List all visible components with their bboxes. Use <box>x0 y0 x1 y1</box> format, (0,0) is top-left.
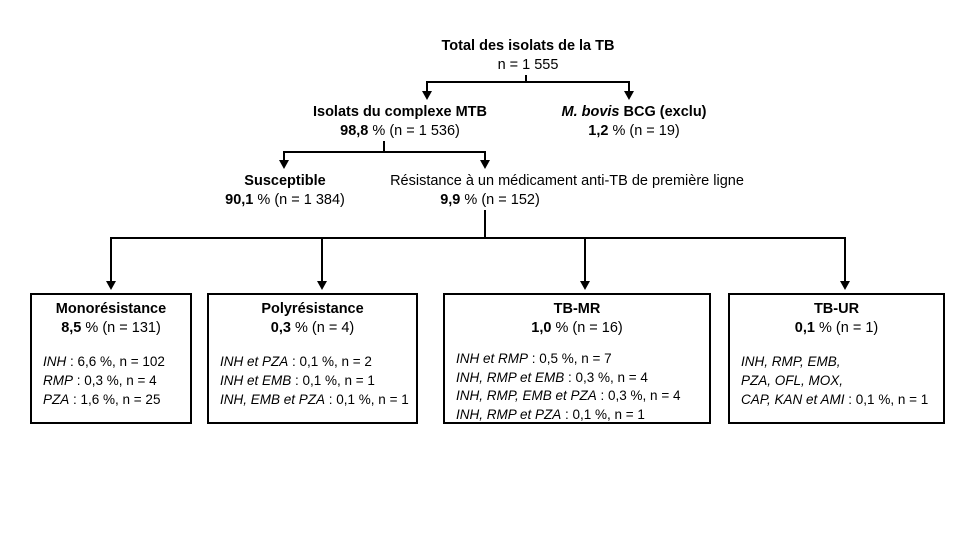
drug-line: INH, RMP, EMB et PZA : 0,3 %, n = 4 <box>456 388 681 403</box>
arrowhead-to-bcg <box>623 91 634 100</box>
drug-line: CAP, KAN et AMI : 0,1 %, n = 1 <box>741 392 929 407</box>
drug-line: INH et PZA : 0,1 %, n = 2 <box>220 354 372 369</box>
node-subtitle: 90,1 % (n = 1 384) <box>225 192 345 208</box>
connector-mtb-drop-right <box>484 153 486 161</box>
connector-root-stub <box>525 75 527 83</box>
arrowhead-to-tb-mr <box>579 281 590 290</box>
box-title: Monorésistance <box>55 301 167 317</box>
drug-line: INH, RMP et PZA : 0,1 %, n = 1 <box>456 406 645 422</box>
node-subtitle: 98,8 % (n = 1 536) <box>340 123 460 139</box>
box-subtitle: 1,0 % (n = 16) <box>531 320 623 336</box>
node-resistance-subtitle: 9,9 % (n = 152) <box>440 192 540 208</box>
node-total-isolats: Total des isolats de la TB n = 1 555 <box>442 37 615 75</box>
connector-root-drop-right <box>628 83 630 92</box>
node-resistance-title: Résistance à un médicament anti-TB de pr… <box>390 173 744 189</box>
arrowhead-to-susceptible <box>278 160 289 169</box>
arrowhead-to-polyresistance <box>316 281 327 290</box>
drug-line: RMP : 0,3 %, n = 4 <box>43 373 157 388</box>
box-monoresistance: Monorésistance 8,5 % (n = 131) INH : 6,6… <box>30 293 192 424</box>
box-detail-lines: INH : 6,6 %, n = 102 RMP : 0,3 %, n = 4 … <box>43 352 190 409</box>
arrowhead-to-resistance <box>479 160 490 169</box>
box-detail-lines: INH et PZA : 0,1 %, n = 2 INH et EMB : 0… <box>220 352 416 409</box>
connector-resistance-stub <box>484 210 486 239</box>
arrowhead-to-mtb <box>421 91 432 100</box>
box-subtitle: 0,3 % (n = 4) <box>270 320 355 336</box>
connector-drop-tb-mr <box>584 239 586 282</box>
box-detail-lines: INH et RMP : 0,5 %, n = 7 INH, RMP et EM… <box>456 350 709 424</box>
drug-line: INH, EMB et PZA : 0,1 %, n = 1 <box>220 392 409 407</box>
box-title: TB-UR <box>813 301 860 317</box>
box-polyresistance: Polyrésistance 0,3 % (n = 4) INH et PZA … <box>207 293 418 424</box>
connector-drop-tb-ur <box>844 239 846 282</box>
drug-line: INH, RMP et EMB : 0,3 %, n = 4 <box>456 369 648 385</box>
box-title: TB-MR <box>553 301 601 317</box>
drug-line: INH et RMP : 0,5 %, n = 7 <box>456 351 612 366</box>
node-subtitle: n = 1 555 <box>497 57 559 73</box>
connector-mtb-drop-left <box>283 153 285 161</box>
drug-line: INH et EMB : 0,1 %, n = 1 <box>220 373 375 388</box>
node-subtitle: 1,2 % (n = 19) <box>588 123 680 139</box>
drug-line: INH, RMP, EMB, <box>741 354 841 369</box>
drug-line: PZA, OFL, MOX, <box>741 373 844 388</box>
node-title: Susceptible <box>244 173 326 189</box>
box-tb-mr: TB-MR 1,0 % (n = 16) INH et RMP : 0,5 %,… <box>443 293 711 424</box>
node-title: M. bovis BCG (exclu) <box>561 104 707 120</box>
box-detail-lines: INH, RMP, EMB, PZA, OFL, MOX, CAP, KAN e… <box>741 352 943 409</box>
node-title: Total des isolats de la TB <box>441 38 615 54</box>
drug-line: INH : 6,6 %, n = 102 <box>43 354 165 369</box>
node-bovis-bcg: M. bovis BCG (exclu) 1,2 % (n = 19) <box>561 103 706 141</box>
node-title: Isolats du complexe MTB <box>312 104 488 120</box>
node-mtb-complex: Isolats du complexe MTB 98,8 % (n = 1 53… <box>313 103 487 141</box>
box-subtitle: 0,1 % (n = 1) <box>794 320 879 336</box>
connector-mtb-stub <box>383 141 385 153</box>
node-susceptible: Susceptible 90,1 % (n = 1 384) <box>225 172 345 210</box>
connector-drop-polyresistance <box>321 239 323 282</box>
box-tb-ur: TB-UR 0,1 % (n = 1) INH, RMP, EMB, PZA, … <box>728 293 945 424</box>
box-subtitle: 8,5 % (n = 131) <box>61 320 161 336</box>
arrowhead-to-tb-ur <box>839 281 850 290</box>
connector-resistance-horizontal <box>110 237 846 239</box>
connector-root-drop-left <box>426 83 428 92</box>
connector-drop-monoresistance <box>110 239 112 282</box>
connector-root-horizontal <box>426 81 630 83</box>
connector-mtb-horizontal <box>283 151 486 153</box>
drug-line: PZA : 1,6 %, n = 25 <box>43 392 161 407</box>
arrowhead-to-monoresistance <box>105 281 116 290</box>
box-title: Polyrésistance <box>261 301 364 317</box>
